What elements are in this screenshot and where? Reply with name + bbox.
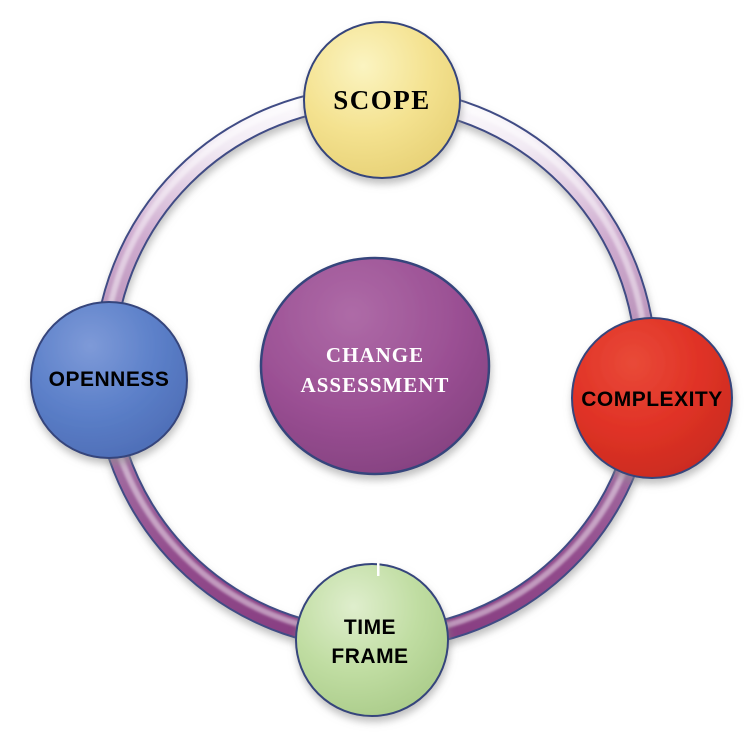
cursor-artifact — [377, 557, 380, 576]
node-openness: OPENNESS — [30, 301, 188, 459]
time-frame-circle — [295, 563, 449, 717]
complexity-label: COMPLEXITY — [581, 388, 723, 411]
scope-label: SCOPE — [333, 85, 431, 115]
node-time-frame: TIME FRAME — [295, 563, 449, 717]
complexity-circle — [571, 317, 733, 479]
node-complexity: COMPLEXITY — [571, 317, 733, 479]
time-frame-label-line2: FRAME — [331, 645, 408, 668]
scope-circle — [303, 21, 461, 179]
time-frame-label-line1: TIME — [344, 616, 396, 639]
center-circle — [259, 256, 491, 476]
openness-label: OPENNESS — [49, 368, 170, 391]
openness-circle — [30, 301, 188, 459]
center-node: CHANGE ASSESSMENT — [259, 256, 491, 476]
center-label-line2: ASSESSMENT — [301, 373, 450, 397]
node-scope: SCOPE — [303, 21, 461, 179]
center-label-line1: CHANGE — [326, 343, 424, 367]
